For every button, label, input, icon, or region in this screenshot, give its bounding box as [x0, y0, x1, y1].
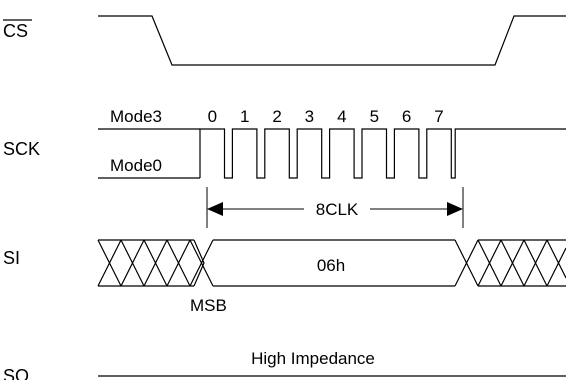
so-state-label: High Impedance [251, 349, 375, 368]
clock-bit-label: 1 [240, 107, 249, 126]
si-dontcare-hatch-left [97, 239, 191, 287]
clock-bit-label: 6 [402, 107, 411, 126]
clk-span-left-arrow-icon [207, 202, 223, 216]
clock-bit-label: 2 [272, 107, 281, 126]
si-dontcare-hatch-right [454, 239, 566, 287]
si-data-value: 06h [317, 256, 345, 275]
sck-signal-label: SCK [3, 139, 40, 159]
si-transition-left-a [193, 239, 205, 287]
cs-waveform [98, 15, 566, 66]
mode3-label: Mode3 [110, 107, 162, 126]
sck-waveform [98, 128, 566, 179]
si-transition-left-b [189, 239, 214, 287]
si-signal-label: SI [3, 248, 20, 268]
so-signal-label: SO [3, 366, 29, 380]
clock-bit-label: 4 [337, 107, 346, 126]
mode0-label: Mode0 [110, 156, 162, 175]
si-waveform [97, 239, 566, 287]
clk-count-label: 8CLK [316, 200, 359, 219]
clock-bit-label: 0 [208, 107, 217, 126]
msb-label: MSB [190, 296, 227, 315]
clock-bit-label: 5 [370, 107, 379, 126]
clk-span-right-arrow-icon [447, 202, 463, 216]
cs-signal-label: CS [3, 21, 28, 41]
clock-bit-labels: 0 1 2 3 4 5 6 7 [208, 107, 444, 126]
sck-clock-pulses [199, 128, 566, 179]
clock-bit-label: 3 [305, 107, 314, 126]
clock-bit-label: 7 [434, 107, 443, 126]
